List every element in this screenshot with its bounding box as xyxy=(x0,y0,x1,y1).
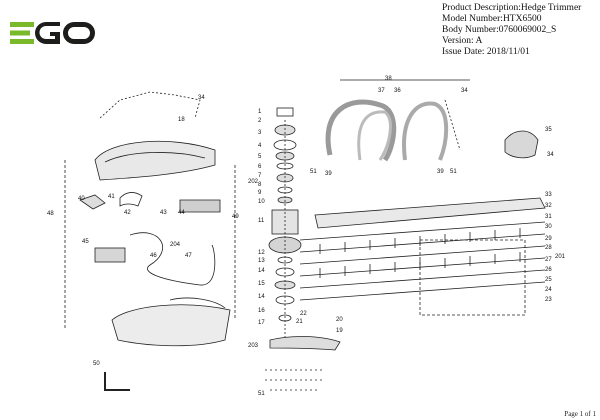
ego-logo xyxy=(10,22,95,44)
battery-terminal xyxy=(94,247,126,263)
callout-47: 47 xyxy=(185,253,192,259)
callout-34b: 34 xyxy=(461,88,468,94)
callout-18: 18 xyxy=(178,117,185,123)
page-footer: Page 1 of 1 xyxy=(564,410,596,418)
callout-46: 46 xyxy=(150,253,157,259)
callout-3: 3 xyxy=(258,130,262,136)
product-description: Product Description:Hedge Trimmer xyxy=(442,3,582,13)
callout-28: 28 xyxy=(545,245,552,251)
callout-51c: 51 xyxy=(450,169,457,175)
callout-36: 36 xyxy=(394,88,401,94)
trigger-switch xyxy=(79,194,106,210)
model-number: Model Number:HTX6500 xyxy=(442,14,542,24)
handle-bracket xyxy=(402,101,449,161)
callout-29: 29 xyxy=(545,236,552,242)
callout-34c: 34 xyxy=(547,152,554,158)
callout-31: 31 xyxy=(545,214,552,220)
callout-49: 49 xyxy=(232,214,239,220)
callout-5: 5 xyxy=(258,154,262,160)
front-handle xyxy=(325,99,397,162)
callout-203: 203 xyxy=(248,343,259,349)
callout-25: 25 xyxy=(545,277,552,283)
exploded-view-diagram: 34 18 40 41 42 43 44 45 46 47 204 48 49 … xyxy=(47,76,566,397)
callout-26: 26 xyxy=(545,267,552,273)
callout-42: 42 xyxy=(124,210,131,216)
wiring-harness xyxy=(129,232,216,286)
callout-19: 19 xyxy=(336,328,343,334)
callout-37: 37 xyxy=(378,88,385,94)
callout-1: 1 xyxy=(258,109,262,115)
callout-27: 27 xyxy=(545,257,552,263)
callout-30: 30 xyxy=(545,224,552,230)
hex-key xyxy=(104,372,130,391)
issue-date: Issue Date: 2018/11/01 xyxy=(442,47,530,57)
callout-10: 10 xyxy=(258,199,265,205)
callout-40: 40 xyxy=(78,196,85,202)
callout-201: 201 xyxy=(555,254,566,260)
callout-9: 9 xyxy=(258,190,262,196)
cutting-blades xyxy=(299,221,546,301)
callout-24: 24 xyxy=(545,287,552,293)
callout-39b: 39 xyxy=(437,169,444,175)
callout-6: 6 xyxy=(258,164,262,170)
callout-4: 4 xyxy=(258,143,262,149)
lower-cover xyxy=(269,336,341,351)
callout-22: 22 xyxy=(300,311,307,317)
callout-34: 34 xyxy=(198,95,205,101)
hand-guard xyxy=(504,130,539,159)
ego-logo-o xyxy=(63,22,95,44)
callout-33: 33 xyxy=(545,192,552,198)
callout-39: 39 xyxy=(325,171,332,177)
callout-23: 23 xyxy=(545,297,552,303)
handle-housing xyxy=(94,140,216,181)
callout-17: 17 xyxy=(258,320,265,326)
callout-43: 43 xyxy=(160,210,167,216)
callout-13: 13 xyxy=(258,258,265,264)
callout-51b: 51 xyxy=(310,169,317,175)
ego-logo-g xyxy=(35,22,60,44)
callout-16: 16 xyxy=(258,308,265,314)
callout-38: 38 xyxy=(385,76,392,82)
front-handle-cover xyxy=(357,110,392,161)
callout-14: 14 xyxy=(258,268,265,274)
callout-44: 44 xyxy=(178,210,185,216)
pcb-module xyxy=(179,199,221,213)
rear-housing xyxy=(111,304,231,347)
callout-12: 12 xyxy=(258,250,265,256)
version: Version: A xyxy=(442,36,483,46)
callout-7: 7 xyxy=(258,173,262,179)
callout-204: 204 xyxy=(170,242,181,248)
callout-14b: 14 xyxy=(258,294,265,300)
blade-cover xyxy=(314,197,546,229)
callout-8: 8 xyxy=(258,182,262,188)
callout-51: 51 xyxy=(258,391,265,397)
callout-labels: 34 18 40 41 42 43 44 45 46 47 204 48 49 … xyxy=(47,76,566,397)
callout-45: 45 xyxy=(82,239,89,245)
callout-11: 11 xyxy=(258,218,265,224)
callout-41: 41 xyxy=(108,194,115,200)
gearbox-stack xyxy=(268,107,302,340)
callout-15: 15 xyxy=(258,281,265,287)
switch-lever xyxy=(119,192,143,207)
body-number: Body Number:0760069002_S xyxy=(442,25,557,35)
callout-21: 21 xyxy=(296,319,303,325)
callout-202: 202 xyxy=(248,179,259,185)
callout-48: 48 xyxy=(47,211,54,217)
callout-32: 32 xyxy=(545,203,552,209)
callout-50: 50 xyxy=(93,361,100,367)
callout-20: 20 xyxy=(336,317,343,323)
callout-35: 35 xyxy=(545,127,552,133)
screw-set-left xyxy=(99,91,201,119)
callout-2: 2 xyxy=(258,118,262,124)
ego-logo-e xyxy=(10,22,34,44)
